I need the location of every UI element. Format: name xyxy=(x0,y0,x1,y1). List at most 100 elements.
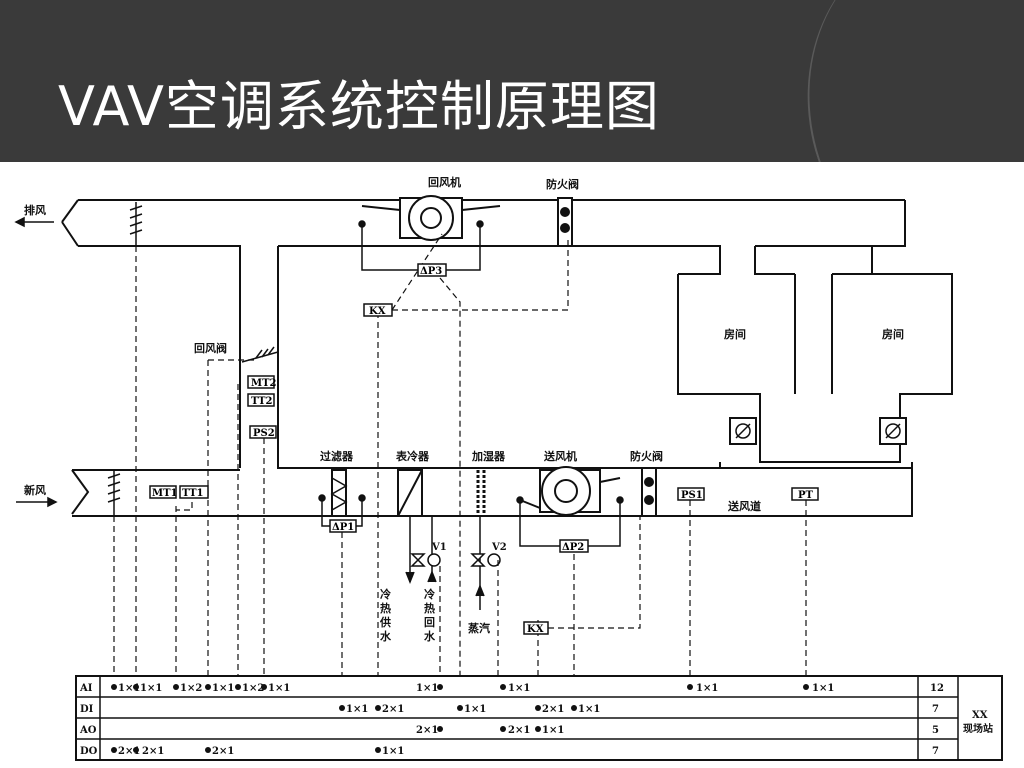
exhaust-damper xyxy=(129,202,143,246)
fire-damper-top xyxy=(557,197,573,247)
io-row-do-count: 7 xyxy=(932,746,939,757)
slide-header: VAV空调系统控制原理图 xyxy=(0,0,1024,162)
mixing-box xyxy=(277,246,721,469)
return-damper-label: 回风阀 xyxy=(194,341,227,355)
di-point-2: 2×1 xyxy=(382,704,404,715)
mt1-sensor xyxy=(149,485,177,499)
ai-point-4: 1×1 xyxy=(212,683,234,694)
station-label-2: 现场站 xyxy=(963,722,993,735)
return-fan-label: 回风机 xyxy=(428,175,461,189)
supply-duct-label: 送风道 xyxy=(727,499,761,513)
ai-point-5: 1×2 xyxy=(242,683,264,694)
dp2-label: ΔP2 xyxy=(562,542,584,553)
slide-title: VAV空调系统控制原理图 xyxy=(58,75,660,138)
dp3-label: ΔP3 xyxy=(420,266,442,277)
room-sensor-right xyxy=(879,417,907,445)
io-row-do-type: DO xyxy=(80,746,98,757)
return-fan xyxy=(361,195,501,241)
io-row-ao-count: 5 xyxy=(932,725,939,736)
exhaust-air-label: 排风 xyxy=(24,203,46,217)
kx-top-actuator xyxy=(363,303,393,317)
room-left-label: 房间 xyxy=(724,327,746,341)
do-point-3: 2×1 xyxy=(212,746,234,757)
valve-v1-label: V1 xyxy=(431,542,447,553)
ai-point-8: 1×1 xyxy=(508,683,530,694)
fire-damper-top-label: 防火阀 xyxy=(546,177,579,191)
ao-point-1: 2×1 xyxy=(416,725,438,736)
valve-v1 xyxy=(410,553,441,567)
ps1-sensor xyxy=(677,487,705,501)
valve-v2-label: V2 xyxy=(491,542,507,553)
chilled-water-pipes xyxy=(405,516,485,610)
ao-point-3: 1×1 xyxy=(542,725,564,736)
supply-water-char-4: 水 xyxy=(380,629,392,643)
filter-label: 过滤器 xyxy=(320,449,354,463)
pt-sensor xyxy=(791,487,819,501)
return-damper xyxy=(241,346,279,363)
fresh-air-inlet xyxy=(71,469,90,515)
fire-damper-bottom-label: 防火阀 xyxy=(630,449,663,463)
do-point-1: 2×1 xyxy=(118,746,140,757)
io-row-di-count: 7 xyxy=(932,704,939,715)
dp3-loop xyxy=(361,226,481,271)
supply-fan xyxy=(519,466,621,516)
supply-fan-label: 送风机 xyxy=(543,449,577,463)
ai-point-10: 1×1 xyxy=(812,683,834,694)
kx-bottom-actuator xyxy=(523,621,549,635)
room-right-label: 房间 xyxy=(882,327,904,341)
vav-control-diagram: MT2 TT2 PS2 MT1 TT1 ΔP1 ΔP2 ΔP3 KX KX PS… xyxy=(14,175,1003,761)
filter xyxy=(330,469,348,517)
dp2-sensor xyxy=(559,539,589,553)
return-water-char-4: 水 xyxy=(424,629,436,643)
mt2-label: MT2 xyxy=(251,378,277,389)
room-sensor-left xyxy=(729,417,757,445)
supply-duct xyxy=(72,462,913,517)
tt1-sensor xyxy=(179,485,209,499)
io-row-di-type: DI xyxy=(80,704,94,715)
ps1-label: PS1 xyxy=(681,490,703,501)
di-point-1: 1×1 xyxy=(346,704,368,715)
ai-point-9: 1×1 xyxy=(696,683,718,694)
valve-v2 xyxy=(470,553,501,567)
mt2-sensor xyxy=(247,375,275,389)
station-label-1: XX xyxy=(972,710,988,721)
do-point-2: 2×1 xyxy=(142,746,164,757)
kx-top-label: KX xyxy=(369,306,386,317)
ai-point-2: 1×1 xyxy=(140,683,162,694)
pt-label: PT xyxy=(798,490,814,501)
io-row-ai-count: 12 xyxy=(930,683,944,694)
steam-label: 蒸汽 xyxy=(468,621,490,635)
dp1-loop xyxy=(321,500,363,527)
return-water-char-2: 热 xyxy=(424,601,435,615)
fire-damper-bottom xyxy=(641,467,657,517)
return-duct-left xyxy=(78,245,241,468)
dp2-loop xyxy=(519,502,621,547)
dp3-sensor xyxy=(417,263,447,277)
fresh-air-label: 新风 xyxy=(24,483,46,497)
cooling-coil xyxy=(397,469,423,517)
return-water-char-1: 冷 xyxy=(424,587,435,601)
ps2-sensor xyxy=(249,425,277,439)
supply-water-char-3: 供 xyxy=(379,615,391,629)
humidifier xyxy=(476,470,486,516)
tt1-label: TT1 xyxy=(182,488,203,499)
kx-bottom-label: KX xyxy=(527,624,544,635)
ai-point-1: 1×1 xyxy=(118,683,140,694)
ai-point-7: 1×1 xyxy=(416,683,438,694)
io-row-ao-type: AO xyxy=(79,725,97,736)
ps2-label: PS2 xyxy=(253,428,275,439)
supply-water-char-1: 冷 xyxy=(380,587,391,601)
tt2-sensor xyxy=(247,393,275,407)
cooling-coil-label: 表冷器 xyxy=(395,449,430,463)
io-table: AI DI AO DO 12 7 5 7 XX 现场站 1×1 1×1 1×2 … xyxy=(75,675,1003,761)
room-ducts xyxy=(677,245,953,463)
return-water-char-3: 回 xyxy=(424,615,435,629)
header-decoration xyxy=(762,0,1024,162)
ai-point-6: 1×1 xyxy=(268,683,290,694)
di-point-4: 2×1 xyxy=(542,704,564,715)
dp1-label: ΔP1 xyxy=(332,522,354,533)
tt2-label: TT2 xyxy=(251,396,273,407)
dp1-sensor xyxy=(329,519,357,533)
supply-water-char-2: 热 xyxy=(380,601,391,615)
di-point-5: 1×1 xyxy=(578,704,600,715)
